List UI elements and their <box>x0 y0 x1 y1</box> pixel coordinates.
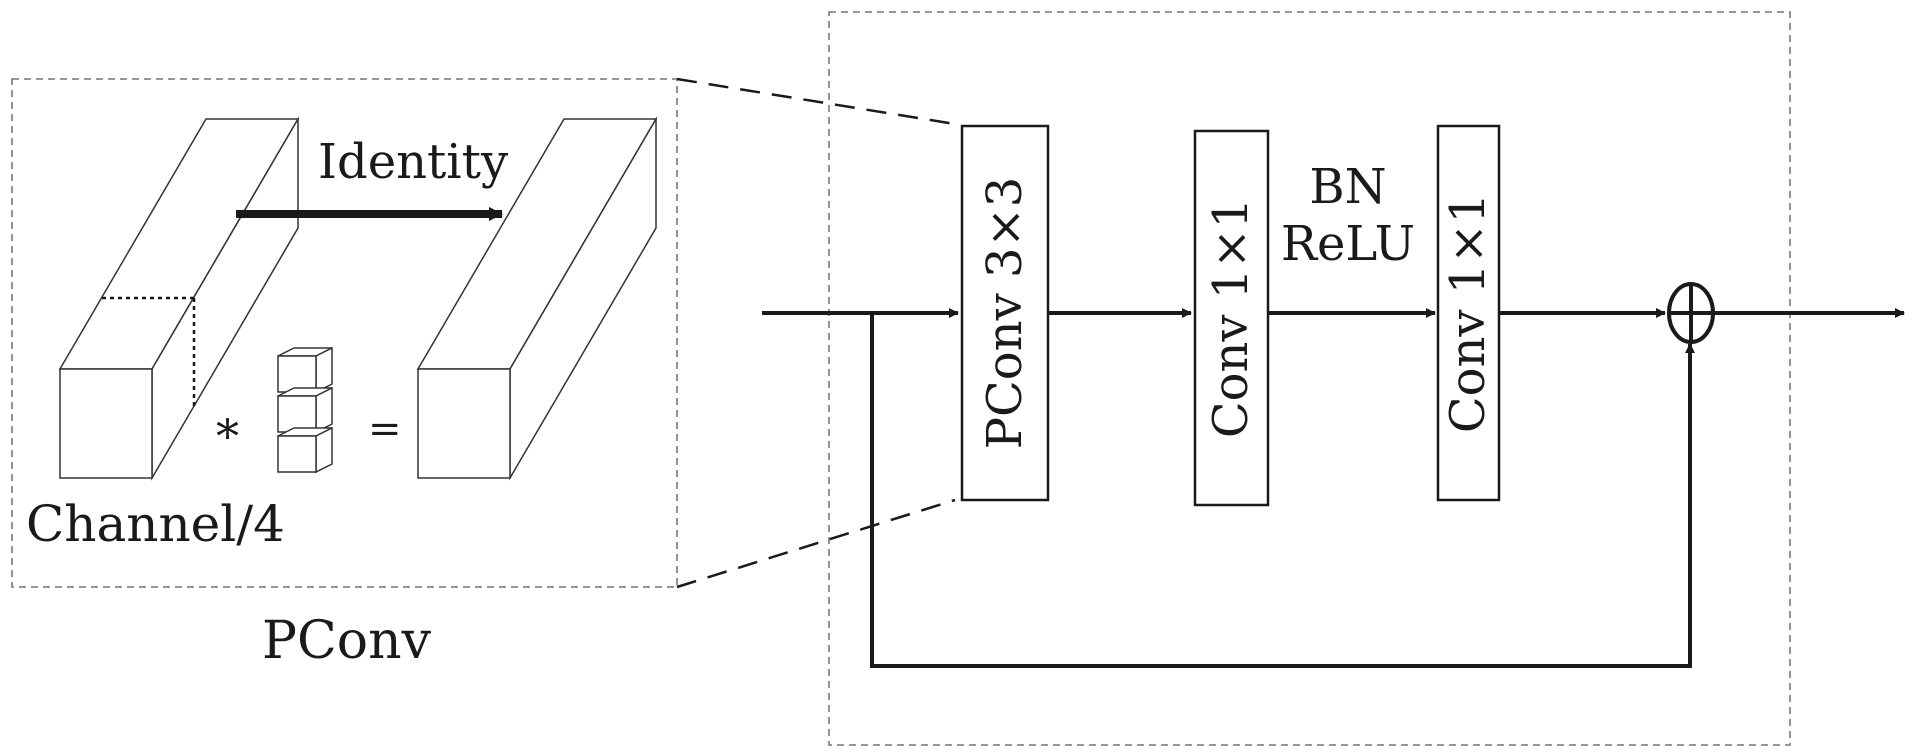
conv-1x1-box-1: Conv 1×1 <box>1193 129 1270 507</box>
channel-fraction-label: Channel/4 <box>26 495 285 553</box>
output-feature-block <box>416 116 658 481</box>
bn-label: BN <box>1309 159 1386 215</box>
input-feature-block <box>58 116 300 481</box>
conv-1x1-box-2: Conv 1×1 <box>1436 124 1501 502</box>
block-panel: PConv 3×3 Conv 1×1 BN ReLU Conv 1×1 <box>762 11 1905 746</box>
identity-label: Identity <box>318 134 508 190</box>
pconv-detail-panel: Identity * = Channel/4 <box>11 77 956 589</box>
conv-1x1-label-2: Conv 1×1 <box>1440 193 1496 433</box>
kernel-stack <box>277 346 333 474</box>
conv-operator-star: * <box>216 409 239 463</box>
zoom-connector-top <box>676 77 956 126</box>
residual-shortcut <box>870 313 1695 668</box>
pconv-3x3-label: PConv 3×3 <box>977 177 1033 450</box>
equals-operator: = <box>368 406 402 452</box>
relu-label: ReLU <box>1281 216 1415 272</box>
block-frame <box>828 11 1791 746</box>
pconv-panel-frame <box>11 78 678 588</box>
pconv-3x3-box: PConv 3×3 <box>960 124 1050 502</box>
sum-node <box>1667 282 1715 344</box>
conv-1x1-label-1: Conv 1×1 <box>1203 198 1259 438</box>
pconv-caption: PConv <box>262 611 432 671</box>
zoom-connector-bottom <box>676 498 956 589</box>
partial-channel-region <box>102 296 196 408</box>
